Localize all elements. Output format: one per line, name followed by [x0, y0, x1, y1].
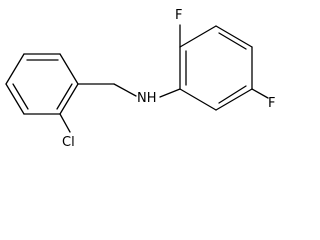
atom-label-nh: NH — [137, 91, 157, 106]
atom-label-f-right: F — [268, 96, 275, 111]
chlorophenyl-ring — [5, 53, 79, 115]
bond-c-f-right — [251, 88, 269, 99]
bond-c-n — [159, 88, 181, 98]
bond — [215, 25, 253, 48]
double-bond — [56, 83, 73, 110]
double-bond — [12, 83, 29, 110]
bond — [5, 83, 25, 115]
bond — [5, 53, 25, 85]
structure-diagram: F F NH Cl — [5, 8, 275, 150]
atom-label-f-top: F — [175, 8, 182, 23]
bond — [59, 83, 79, 115]
bond — [215, 88, 253, 111]
double-bond — [218, 85, 247, 104]
difluorophenyl-ring — [179, 25, 253, 111]
molecule-drawing: F F NH Cl — [5, 8, 275, 150]
double-bond — [218, 32, 247, 50]
bond-n-ch2 — [113, 83, 137, 97]
bond-c-cl — [59, 113, 71, 133]
bond — [179, 25, 217, 48]
atom-label-cl: Cl — [62, 135, 75, 150]
bond — [179, 88, 217, 111]
bond — [59, 53, 79, 85]
